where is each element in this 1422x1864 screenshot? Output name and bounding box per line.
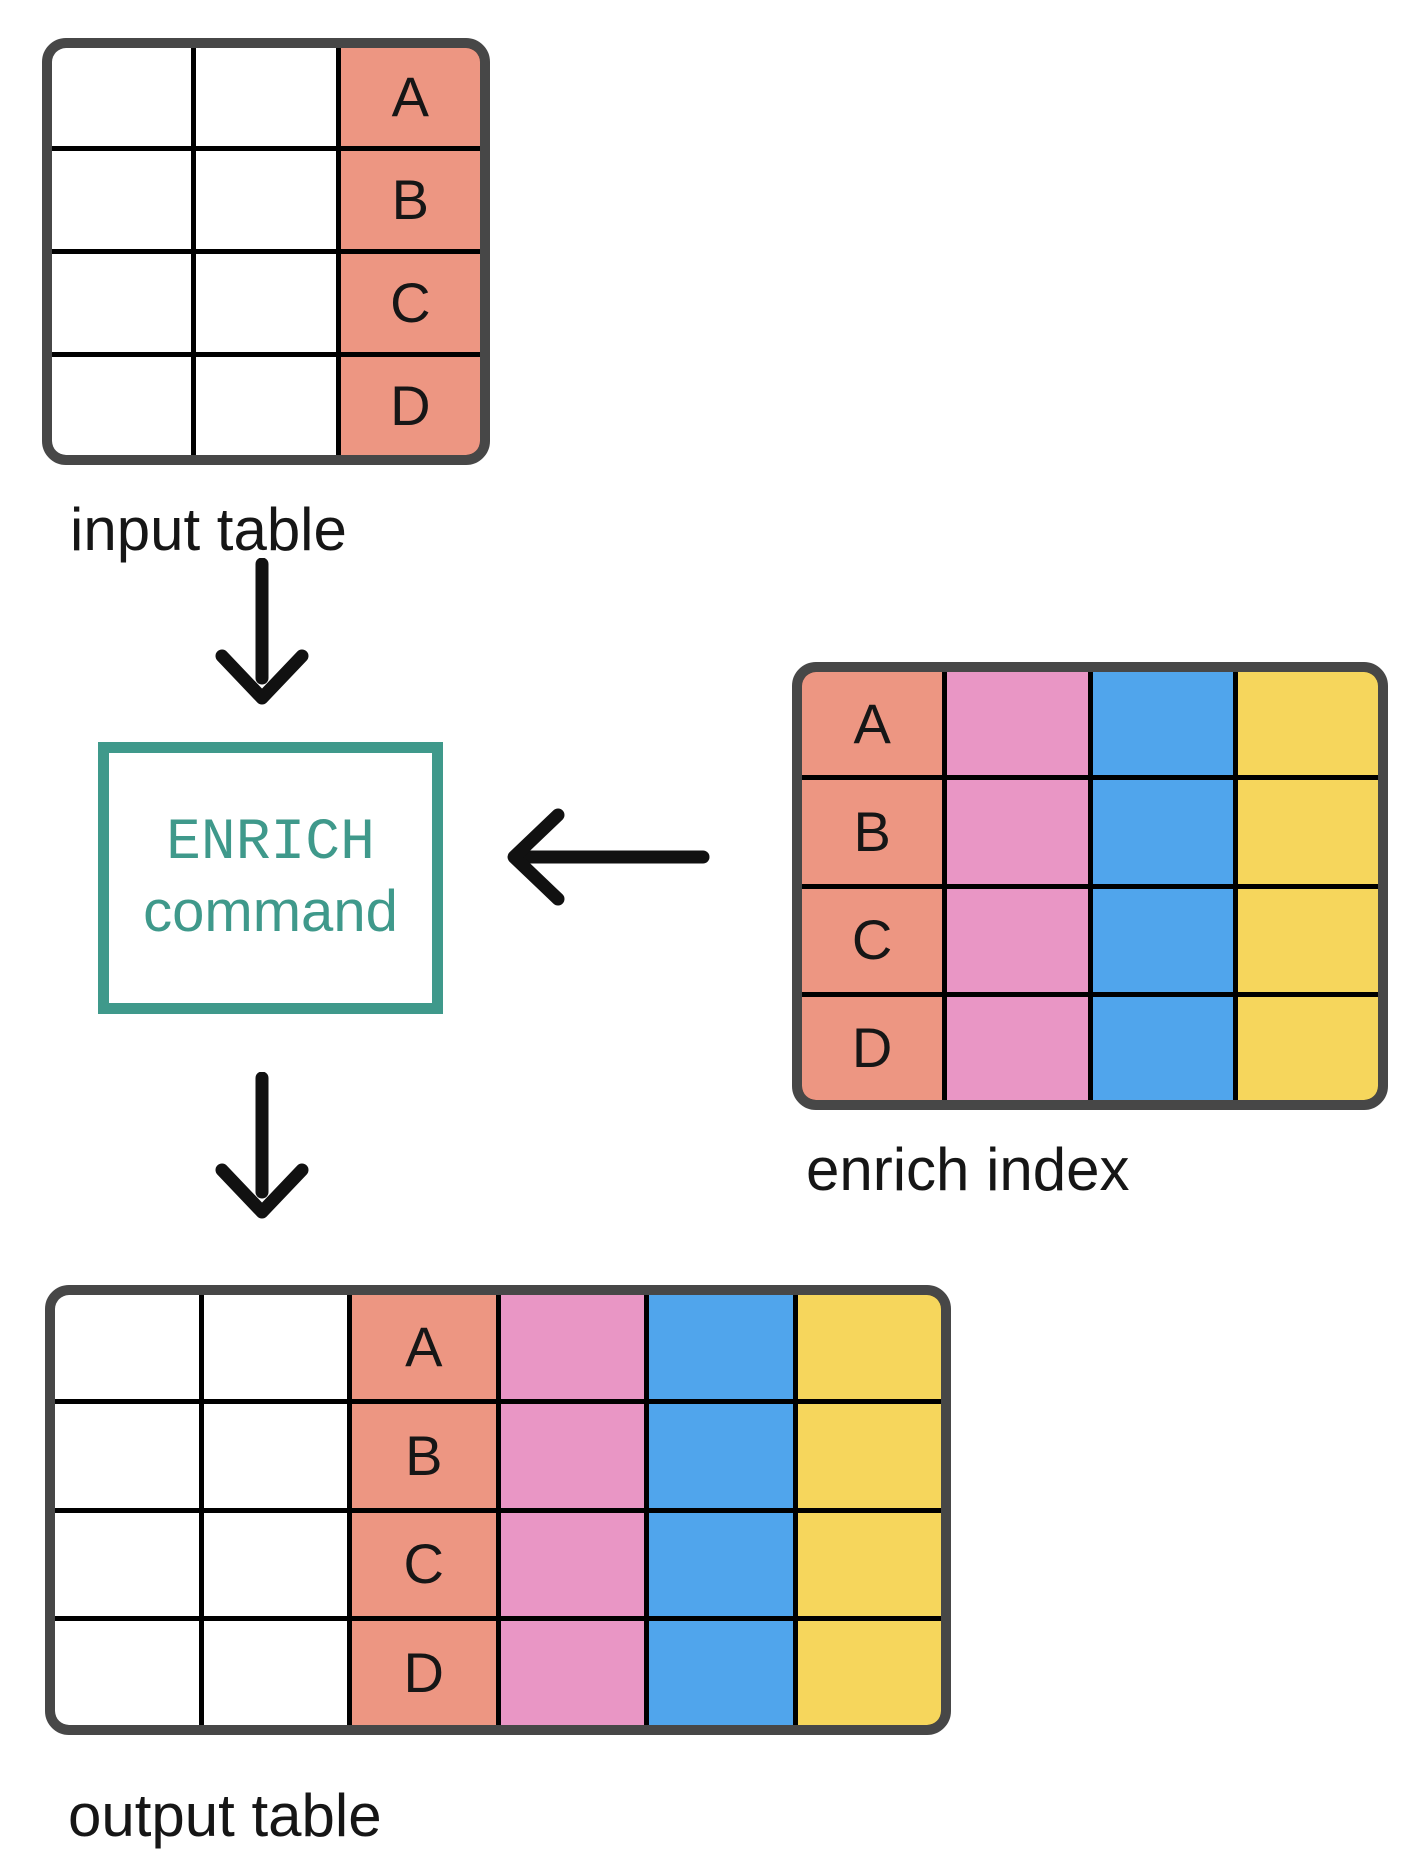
index-cell-r2-c3 [1092, 780, 1233, 884]
input-cell-r1-c1 [52, 48, 192, 146]
index-cell-r1-c4 [1237, 672, 1378, 776]
output-cell-r1-c4 [500, 1295, 644, 1399]
enrich-index-label: enrich index [806, 1136, 1130, 1203]
output-table-label: output table [68, 1782, 382, 1849]
output-cell-r4-c1 [55, 1621, 199, 1725]
index-cell-r4-c3 [1092, 996, 1233, 1100]
output-cell-r2-c1 [55, 1403, 199, 1508]
arrow-down-icon [215, 558, 309, 705]
output-cell-r4-c3: D [352, 1621, 496, 1725]
arrow-left-icon [507, 808, 710, 906]
output-cell-r3-c1 [55, 1512, 199, 1617]
index-cell-r1-c3 [1092, 672, 1233, 776]
arrow-down-icon [215, 1072, 309, 1219]
index-cell-r3-c2 [947, 888, 1088, 992]
input-cell-r3-c3: C [340, 254, 480, 352]
output-cell-r3-c4 [500, 1512, 644, 1617]
input-table-label: input table [70, 496, 347, 563]
output-cell-r2-c6 [797, 1403, 941, 1508]
output-cell-r2-c2 [203, 1403, 347, 1508]
output-cell-r4-c4 [500, 1621, 644, 1725]
input-cell-r3-c2 [196, 254, 336, 352]
index-cell-r4-c1: D [802, 996, 943, 1100]
output-cell-r1-c2 [203, 1295, 347, 1399]
index-cell-r1-c1: A [802, 672, 943, 776]
output-cell-r2-c3: B [352, 1403, 496, 1508]
index-cell-r3-c4 [1237, 888, 1378, 992]
output-cell-r1-c1 [55, 1295, 199, 1399]
input-cell-r3-c1 [52, 254, 192, 352]
output-cell-r4-c5 [649, 1621, 793, 1725]
index-cell-r3-c3 [1092, 888, 1233, 992]
input-cell-r4-c1 [52, 357, 192, 455]
output-cell-r2-c5 [649, 1403, 793, 1508]
input-cell-r4-c3: D [340, 357, 480, 455]
output-cell-r4-c6 [797, 1621, 941, 1725]
input-cell-r2-c3: B [340, 151, 480, 249]
enrich-command-word: command [143, 879, 398, 944]
index-cell-r2-c4 [1237, 780, 1378, 884]
input-cell-r4-c2 [196, 357, 336, 455]
index-cell-r4-c4 [1237, 996, 1378, 1100]
input-cell-r1-c3: A [340, 48, 480, 146]
input-cell-r2-c1 [52, 151, 192, 249]
output-cell-r1-c3: A [352, 1295, 496, 1399]
enrich-command-keyword: ENRICH [166, 811, 375, 876]
input-cell-r2-c2 [196, 151, 336, 249]
enrich-command-box: ENRICH command [98, 742, 443, 1014]
output-cell-r3-c6 [797, 1512, 941, 1617]
input-cell-r1-c2 [196, 48, 336, 146]
output-cell-r3-c5 [649, 1512, 793, 1617]
output-cell-r2-c4 [500, 1403, 644, 1508]
output-cell-r3-c2 [203, 1512, 347, 1617]
index-cell-r3-c1: C [802, 888, 943, 992]
output-cell-r1-c6 [797, 1295, 941, 1399]
index-cell-r4-c2 [947, 996, 1088, 1100]
output-cell-r4-c2 [203, 1621, 347, 1725]
output-cell-r1-c5 [649, 1295, 793, 1399]
index-cell-r2-c2 [947, 780, 1088, 884]
index-cell-r1-c2 [947, 672, 1088, 776]
output-cell-r3-c3: C [352, 1512, 496, 1617]
index-cell-r2-c1: B [802, 780, 943, 884]
